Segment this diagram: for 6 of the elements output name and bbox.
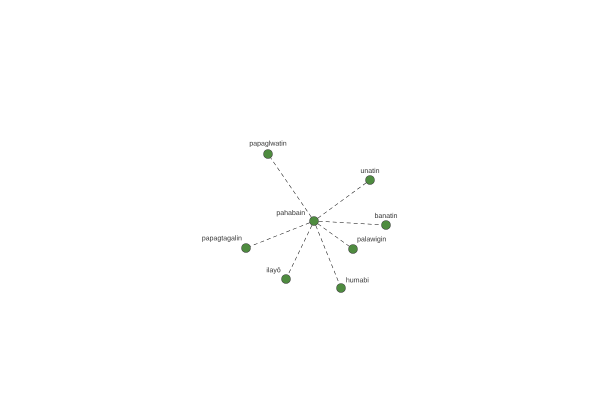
dashed-line	[250, 222, 310, 246]
dashed-line	[288, 225, 312, 275]
dashed-line	[318, 182, 366, 218]
dashed-line	[318, 224, 350, 246]
dashed-line	[316, 225, 340, 284]
dashed-line	[270, 158, 312, 218]
